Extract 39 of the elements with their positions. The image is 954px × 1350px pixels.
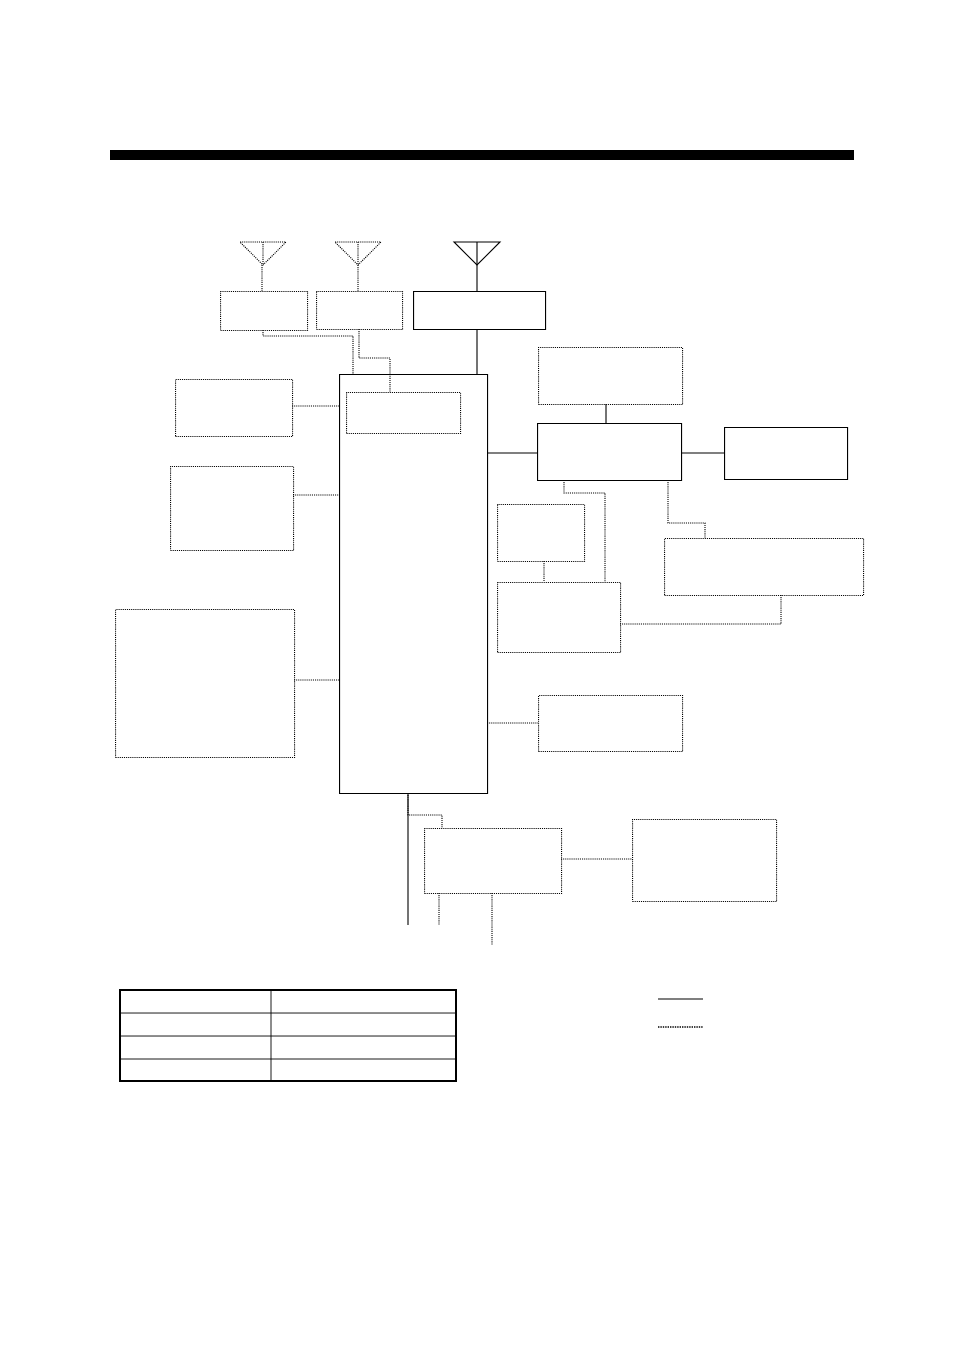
unit-box <box>220 291 309 332</box>
connection-line <box>560 858 633 860</box>
unit-box <box>537 423 683 482</box>
connection-line <box>476 264 478 292</box>
unit-box <box>346 392 462 435</box>
unit-box <box>724 427 849 481</box>
unit-box <box>413 291 547 331</box>
connection-line <box>292 494 340 496</box>
connection-line <box>293 679 340 681</box>
unit-box <box>497 582 622 654</box>
connection-line <box>262 329 354 375</box>
unit-box <box>115 609 296 759</box>
connection-line <box>563 479 606 583</box>
connection-line <box>605 403 607 424</box>
connection-line <box>680 452 725 454</box>
connection-line <box>438 892 440 926</box>
connection-line <box>407 792 443 829</box>
connection-line <box>476 328 478 375</box>
unit-box <box>632 819 778 903</box>
connection-line <box>619 594 782 625</box>
connection-line <box>491 892 493 946</box>
connection-line <box>486 452 538 454</box>
unit-box <box>170 466 295 552</box>
unit-box <box>538 347 684 406</box>
unit-box <box>424 828 563 895</box>
connection-line <box>358 328 391 393</box>
connection-line <box>543 560 545 583</box>
connection-line <box>486 722 539 724</box>
connection-line <box>357 264 359 292</box>
unit-box <box>664 538 865 597</box>
unit-box <box>316 291 404 331</box>
unit-box <box>339 374 489 795</box>
unit-box <box>538 695 684 753</box>
unit-box <box>497 504 586 563</box>
connection-line <box>667 479 706 539</box>
connection-line <box>261 264 263 292</box>
connection-line <box>291 405 340 407</box>
connection-line <box>407 792 409 926</box>
unit-box <box>175 379 294 438</box>
